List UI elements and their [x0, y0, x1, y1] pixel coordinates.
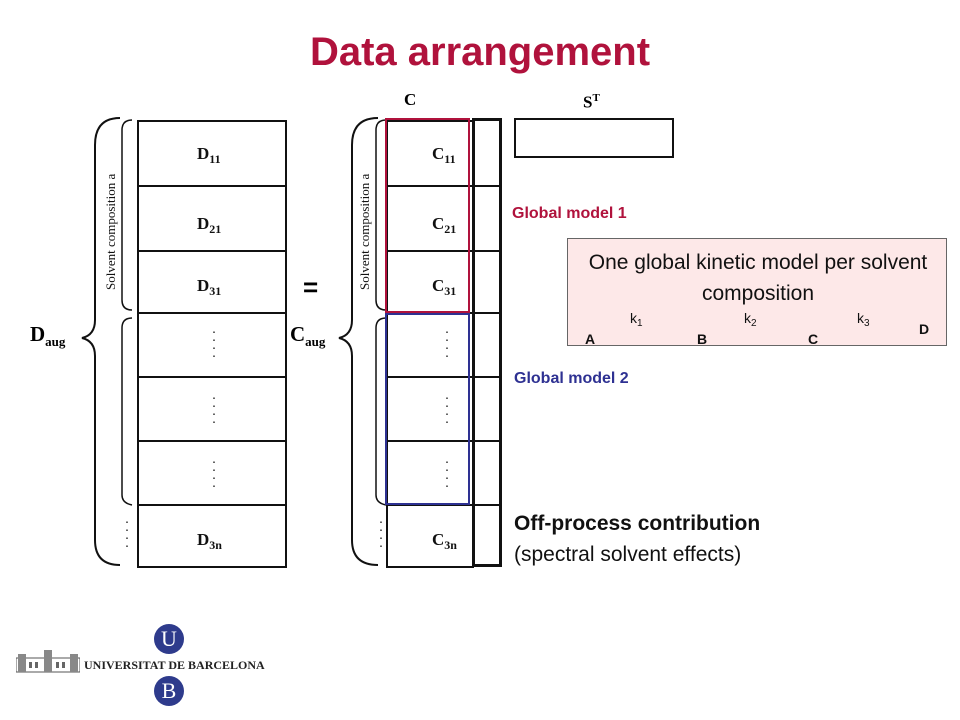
- logo-text: UNIVERSITAT DE BARCELONA: [84, 658, 265, 672]
- global-model-2-label: Global model 2: [514, 370, 629, 387]
- d-aug-label: Daug: [30, 322, 66, 349]
- d-cell-11: D11: [137, 120, 287, 187]
- d-cell-dots-3: ....: [137, 440, 287, 506]
- species-b: B: [697, 331, 708, 347]
- species-c: C: [808, 331, 819, 347]
- off-process-text: Off-process contribution (spectral solve…: [514, 508, 760, 570]
- global-model-1-outline: [385, 118, 470, 313]
- global-model-1-label: Global model 1: [512, 205, 627, 222]
- d-cell-dots-1: ....: [137, 312, 287, 378]
- d-inner-brace-top: [121, 119, 133, 311]
- c-axis-label: Solvent composition a: [357, 173, 372, 290]
- c-cell-21: C21: [386, 185, 474, 252]
- d-cell-31: D31: [137, 250, 287, 314]
- d-cell-21: D21: [137, 185, 287, 252]
- d-inner-brace-bottom: [121, 317, 133, 506]
- c-cell-11: C11: [386, 120, 474, 187]
- equals-sign: =: [303, 272, 319, 302]
- d-axis-label: Solvent composition a: [103, 173, 118, 290]
- logo-letter-u: U: [154, 624, 184, 654]
- page-title: Data arrangement: [309, 30, 651, 74]
- c-brace-dots: ....: [379, 512, 383, 551]
- species-d: D: [919, 321, 930, 337]
- building-icon: [16, 650, 80, 673]
- c-inner-brace-top: [375, 119, 387, 311]
- rate-k1: k1: [630, 310, 643, 329]
- st-header: ST: [583, 92, 600, 112]
- c-header: C: [404, 90, 417, 109]
- c-outer-brace: [338, 117, 379, 566]
- species-a: A: [585, 331, 596, 347]
- c-inner-brace-bottom: [375, 317, 387, 506]
- off-process-line1: Off-process contribution: [514, 512, 761, 535]
- kinetic-model-box: One global kinetic model per solvent com…: [567, 238, 947, 346]
- d-cell-3n: D3n: [137, 504, 287, 568]
- global-model-2-outline: [385, 313, 470, 505]
- off-process-line2: (spectral solvent effects): [514, 543, 742, 566]
- c-cell-dots-1: ....: [386, 312, 474, 378]
- rate-k2: k2: [744, 310, 757, 329]
- logo-letter-b: B: [154, 676, 184, 706]
- c-aug-label: Caug: [290, 322, 326, 349]
- c-cell-3n: C3n: [386, 504, 474, 568]
- off-process-column: [472, 118, 502, 567]
- d-brace-dots: ....: [125, 512, 129, 551]
- kinetic-model-title: One global kinetic model per solvent com…: [588, 251, 928, 305]
- st-matrix: [514, 118, 674, 158]
- university-logo: U UNIVERSITAT DE BARCELONA B: [12, 620, 272, 710]
- rate-k3: k3: [857, 310, 870, 329]
- d-outer-brace: [81, 117, 121, 566]
- d-cell-dots-2: ....: [137, 376, 287, 442]
